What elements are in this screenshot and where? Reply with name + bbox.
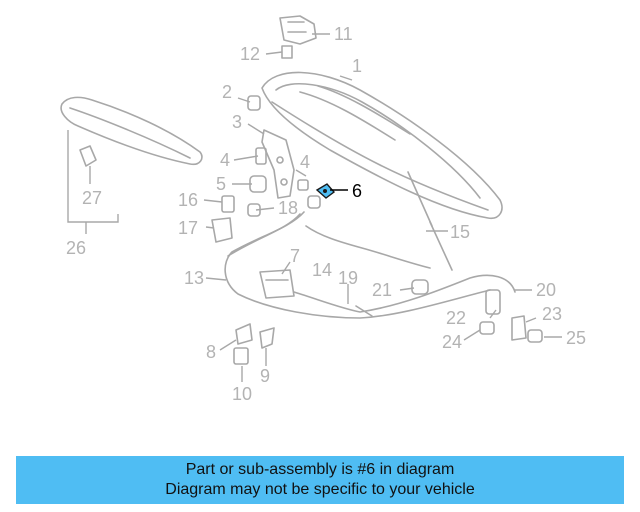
callout-2: 2: [222, 82, 232, 102]
callout-13: 13: [184, 268, 204, 288]
callout-18: 18: [278, 198, 298, 218]
hood-panel: [261, 71, 503, 220]
callout-21: 21: [372, 280, 392, 300]
callout-7: 7: [290, 246, 300, 266]
release-cable-13: [224, 211, 491, 319]
callout-20: 20: [536, 280, 556, 300]
callout-27: 27: [82, 188, 102, 208]
callout-17: 17: [178, 218, 198, 238]
callout-8: 8: [206, 342, 216, 362]
upper-hinge: [279, 15, 317, 59]
hood-parts-diagram: 1 2 3 4 4 5 6 7 8 9 10 11 12 13 14 15 16…: [60, 15, 586, 404]
info-banner: Part or sub-assembly is #6 in diagram Di…: [16, 456, 624, 504]
callout-19: 19: [338, 268, 358, 288]
banner-line-2: Diagram may not be specific to your vehi…: [165, 481, 475, 498]
callout-labels: 1 2 3 4 4 5 6 7 8 9 10 11 12 13 14 15 16…: [66, 24, 586, 404]
callout-26: 26: [66, 238, 86, 258]
callout-4: 4: [220, 150, 230, 170]
callout-6[interactable]: 6: [352, 181, 362, 201]
callout-1: 1: [352, 56, 362, 76]
callout-22: 22: [446, 308, 466, 328]
cable-14: [305, 225, 431, 269]
callout-15: 15: [450, 222, 470, 242]
callout-25: 25: [566, 328, 586, 348]
leader-lines: [67, 33, 562, 382]
screws: [233, 323, 275, 365]
hood-insulator: [60, 96, 203, 166]
callout-12: 12: [240, 44, 260, 64]
lift-support: [407, 171, 453, 271]
callout-4-b: 4: [300, 152, 310, 172]
hood-latch: [259, 269, 516, 317]
hood-hinge: [261, 129, 295, 199]
banner-line-1: Part or sub-assembly is #6 in diagram: [185, 461, 455, 478]
part-6-bumper[interactable]: [315, 183, 336, 199]
callout-23: 23: [542, 304, 562, 324]
callout-9: 9: [260, 366, 270, 386]
callout-16: 16: [178, 190, 198, 210]
callout-3: 3: [232, 112, 242, 132]
callout-24: 24: [442, 332, 462, 352]
callout-14: 14: [312, 260, 332, 280]
callout-10: 10: [232, 384, 252, 404]
callout-11: 11: [334, 24, 353, 44]
callout-5: 5: [216, 174, 226, 194]
